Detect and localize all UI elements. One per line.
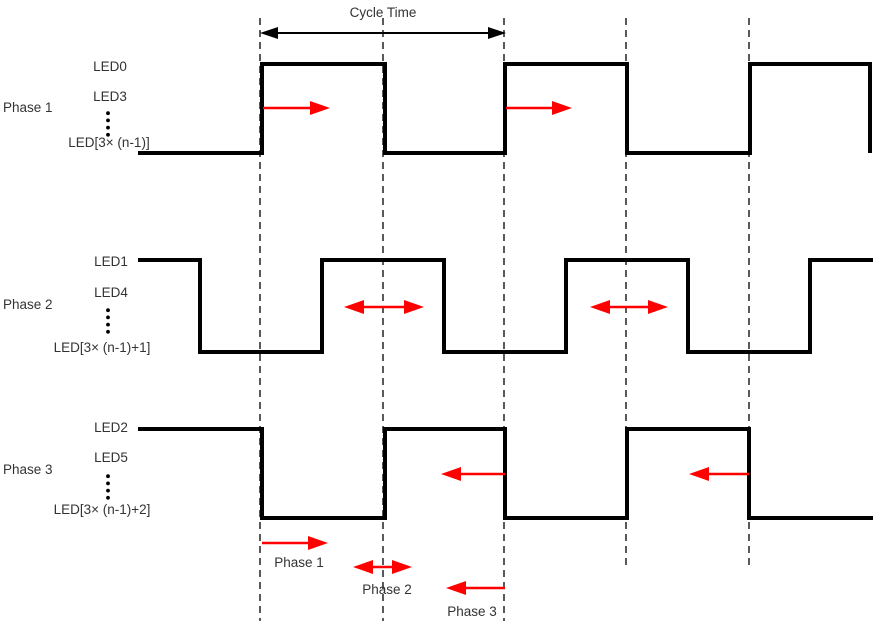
phase-3-shift-arrow-head [689, 467, 709, 481]
led5-label: LED5 [94, 450, 128, 465]
phase-3-shift-arrow-head [441, 467, 461, 481]
legend-arrow-phase-1-head [308, 536, 328, 550]
ellipsis-dot [106, 474, 110, 479]
legend-arrow-phase-2-head [392, 560, 412, 574]
ellipsis-dot [106, 315, 110, 320]
led0-label: LED0 [93, 59, 127, 74]
phase-1-shift-arrow-head [552, 101, 572, 115]
led-3n-1-plus2-label: LED[3× (n-1)+2] [54, 502, 151, 517]
led2-label: LED2 [94, 420, 128, 435]
ellipsis-dot [106, 495, 110, 500]
cycle-time-arrow-line-head [260, 27, 278, 39]
led4-label: LED4 [94, 285, 128, 300]
ellipsis-dot [106, 118, 110, 123]
led1-label: LED1 [94, 254, 128, 269]
shift-arrows [263, 101, 749, 481]
ellipsis-dot [106, 132, 110, 137]
cycle-time-label: Cycle Time [350, 5, 417, 20]
legend-phase-3-label: Phase 3 [447, 604, 497, 619]
legend-arrow-phase-3-head [446, 581, 466, 595]
waveforms [106, 62, 873, 520]
labels: Cycle Time Phase 1 LED0 LED3 LED[3× (n-1… [3, 5, 497, 619]
led3-label: LED3 [93, 89, 127, 104]
legend-arrows [262, 536, 505, 595]
ellipsis-dot [106, 111, 110, 116]
led-3n-1-label: LED[3× (n-1)] [68, 135, 149, 150]
phase-2-shift-arrow-head [648, 300, 668, 314]
ellipsis-dot [106, 322, 110, 327]
waveform-phase-2 [138, 258, 873, 354]
waveform-phase-1 [138, 62, 872, 155]
ellipsis-dot [106, 329, 110, 334]
waveform-phase-3 [138, 427, 873, 520]
ellipsis-dot [106, 488, 110, 493]
legend-phase-2-label: Phase 2 [362, 582, 412, 597]
led-3n-1-plus1-label: LED[3× (n-1)+1] [54, 340, 151, 355]
phase-1-shift-arrow-head [310, 101, 330, 115]
ellipsis-dot [106, 481, 110, 486]
phase-2-shift-arrow-head [344, 300, 364, 314]
phase-2-row-label: Phase 2 [3, 297, 53, 312]
legend-arrow-phase-2-head [353, 560, 373, 574]
phase-3-row-label: Phase 3 [3, 462, 53, 477]
ellipsis-dot [106, 308, 110, 313]
legend-phase-1-label: Phase 1 [274, 555, 324, 570]
phase-1-row-label: Phase 1 [3, 100, 53, 115]
phase-2-shift-arrow-head [590, 300, 610, 314]
cycle-time-arrow-line-head [488, 27, 506, 39]
phase-2-shift-arrow-head [404, 300, 424, 314]
cycle-time-arrow [260, 27, 506, 39]
ellipsis-dot [106, 125, 110, 130]
